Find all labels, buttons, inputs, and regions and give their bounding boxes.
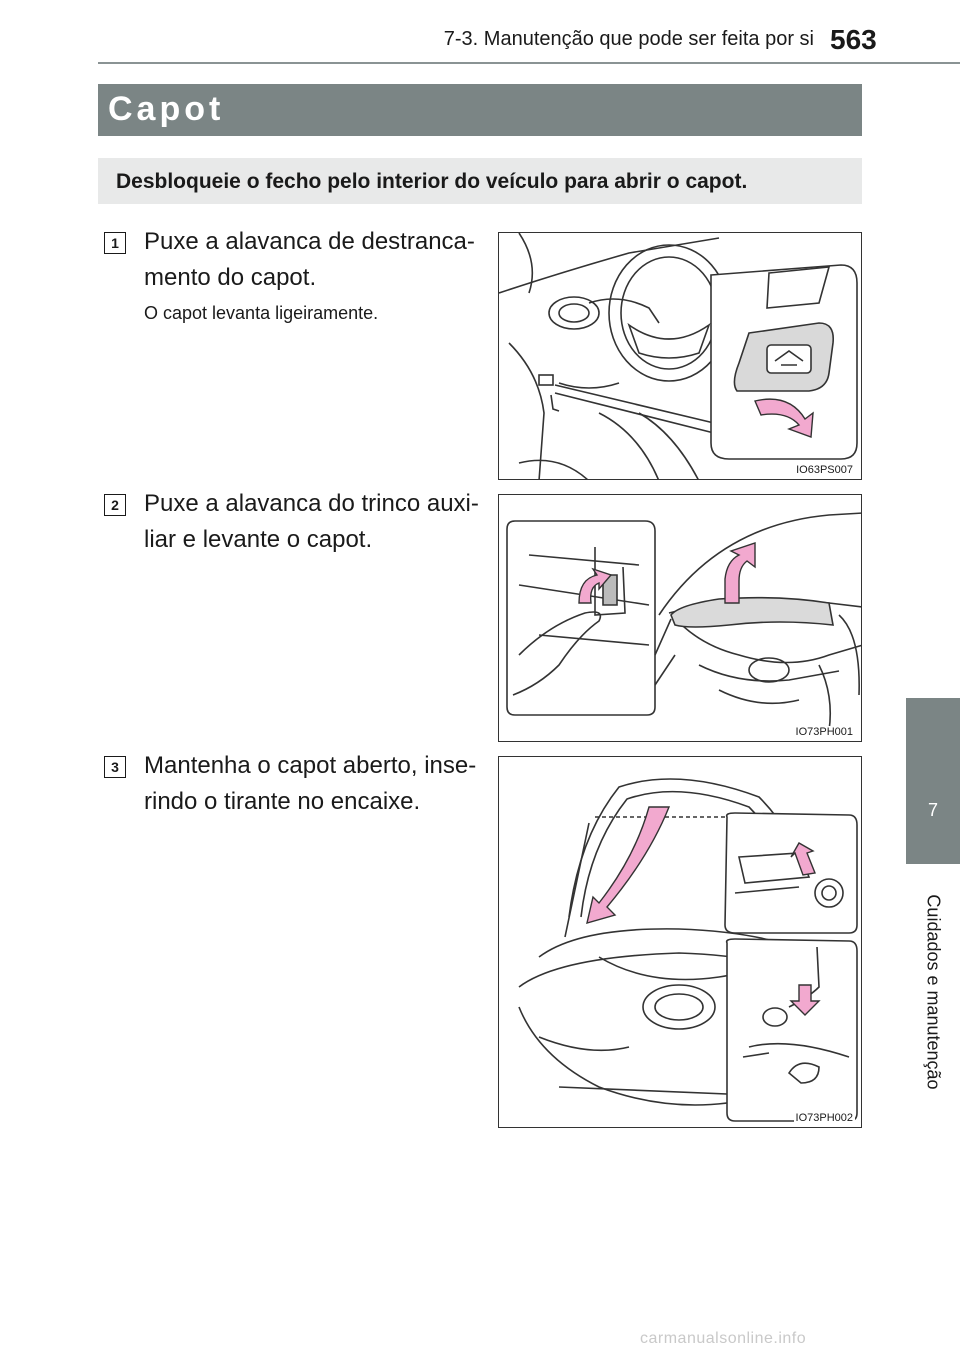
figure-2-code: IO73PH001: [793, 726, 855, 738]
step-2-badge: 2: [104, 494, 126, 516]
figure-hood-prop-rod: IO73PH002: [498, 756, 862, 1128]
step-1-note: O capot levanta ligeiramente.: [144, 303, 379, 323]
step-2-line-2: liar e levante o capot.: [144, 526, 373, 553]
intro-box: Desbloqueie o fecho pelo interior do veí…: [98, 158, 862, 204]
step-1-line-2: mento do capot.: [144, 264, 317, 291]
page-title: Capot: [108, 90, 225, 128]
step-3-badge: 3: [104, 756, 126, 778]
step-3-text: Mantenha o capot aberto, inse- rindo o t…: [144, 748, 480, 820]
step-1-text: Puxe a alavanca de destranca- mento do c…: [144, 224, 480, 296]
watermark: carmanualsonline.info: [640, 1330, 807, 1347]
chapter-tab: 7: [906, 698, 960, 864]
hood-release-illustration: [499, 233, 858, 479]
auxiliary-latch-illustration: [506, 512, 861, 732]
hood-prop-rod-illustration: [518, 778, 858, 1122]
chapter-number: 7: [927, 800, 938, 820]
step-3-line-2: rindo o tirante no encaixe.: [144, 788, 421, 815]
intro-text: Desbloqueie o fecho pelo interior do veí…: [116, 170, 748, 193]
figure-1-code: IO63PS007: [794, 464, 855, 476]
figure-auxiliary-latch: IO73PH001: [498, 494, 862, 742]
chapter-label-text: Cuidados e manutenção: [923, 894, 944, 1090]
step-2-line-1: Puxe a alavanca do trinco auxi-: [144, 490, 479, 517]
step-3-line-1: Mantenha o capot aberto, inse-: [144, 752, 477, 779]
chapter-label: Cuidados e manutenção: [908, 872, 958, 1112]
header-rule: [98, 62, 960, 64]
page-number: 563: [830, 24, 877, 55]
step-1-badge: 1: [104, 232, 126, 254]
step-2-text: Puxe a alavanca do trinco auxi- liar e l…: [144, 486, 480, 558]
figure-hood-release-lever: IO63PS007: [498, 232, 862, 480]
step-1-line-1: Puxe a alavanca de destranca-: [144, 228, 475, 255]
figure-3-code: IO73PH002: [793, 1112, 855, 1124]
section-title-bar: Capot: [98, 84, 862, 136]
header-section-title: 7-3. Manutenção que pode ser feita por s…: [443, 28, 814, 50]
